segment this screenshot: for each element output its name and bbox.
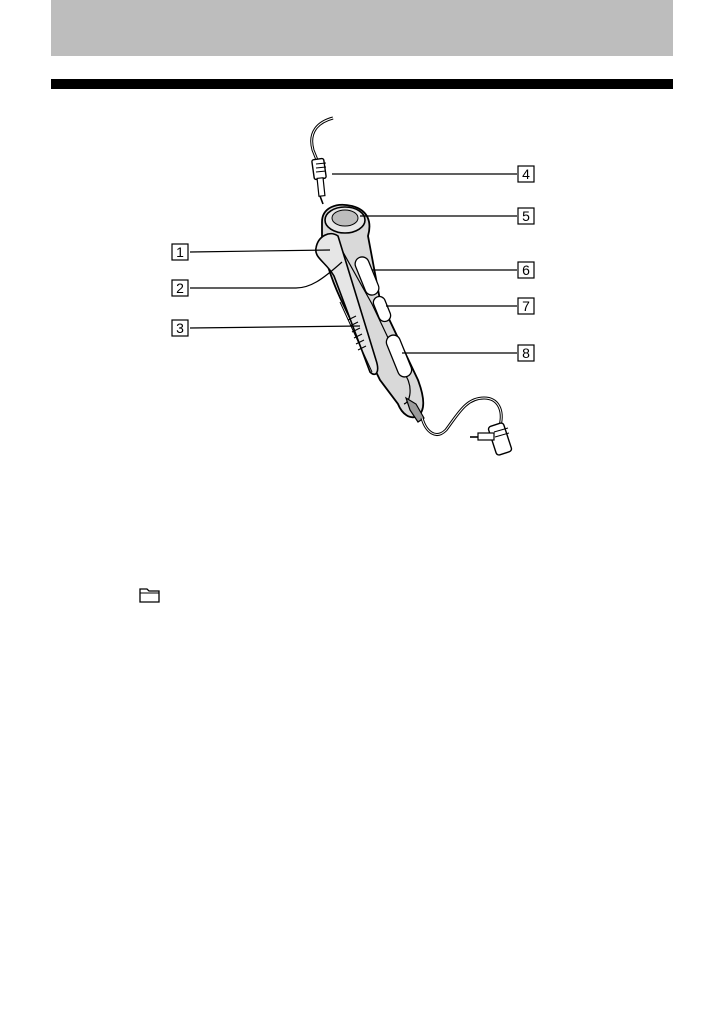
callout-4: 4 — [518, 166, 534, 182]
callout-7-label: 7 — [522, 298, 530, 314]
callout-3-label: 3 — [176, 320, 184, 336]
right-angle-plug — [470, 422, 512, 455]
callout-5: 5 — [518, 208, 534, 224]
folder-icon — [139, 586, 161, 604]
callout-1: 1 — [172, 244, 188, 260]
callout-5-label: 5 — [522, 208, 530, 224]
callout-2-label: 2 — [176, 280, 184, 296]
top-plug — [312, 158, 327, 204]
callout-7: 7 — [518, 298, 534, 314]
callout-1-label: 1 — [176, 244, 184, 260]
callout-4-label: 4 — [522, 166, 530, 182]
callout-2: 2 — [172, 280, 188, 296]
callout-6: 6 — [518, 262, 534, 278]
callout-6-label: 6 — [522, 262, 530, 278]
callout-8-label: 8 — [522, 345, 530, 361]
callout-3: 3 — [172, 320, 188, 336]
callout-8: 8 — [518, 345, 534, 361]
